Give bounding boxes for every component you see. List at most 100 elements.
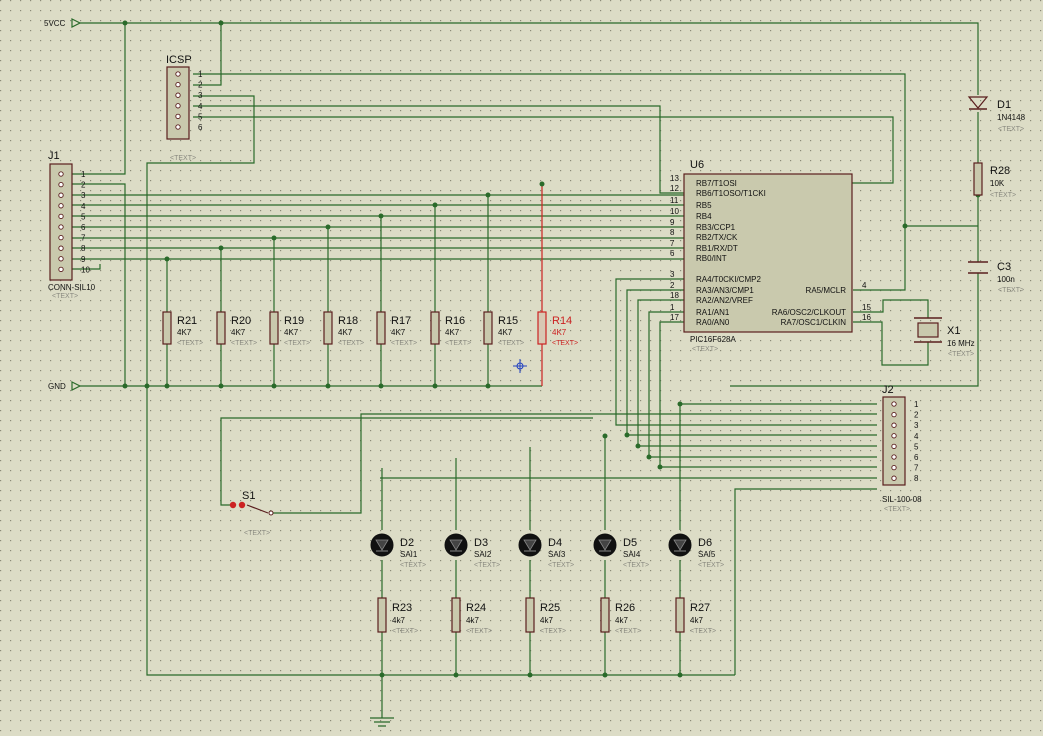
s1-label: S1 bbox=[242, 490, 255, 502]
u6-pin-number: 18 bbox=[670, 291, 679, 300]
junctions bbox=[122, 20, 981, 678]
resistor-label: R19 bbox=[284, 315, 304, 327]
resistor-value: 4k7 bbox=[392, 616, 405, 625]
switch-contact-icon bbox=[229, 501, 237, 509]
switch-contact-icon bbox=[238, 501, 246, 509]
x1-label: X1 bbox=[947, 325, 960, 337]
led-label: D4 bbox=[548, 537, 562, 549]
d1-diode[interactable]: D1 1N4148 <TEXT> bbox=[967, 96, 1026, 133]
j1-pin-number: 2 bbox=[81, 181, 86, 190]
icsp-pin-number: 2 bbox=[198, 81, 203, 90]
resistor-icon bbox=[675, 597, 685, 633]
resistor-text-placeholder: <TEXT> bbox=[391, 340, 417, 347]
s1-switch[interactable]: S1 <TEXT> bbox=[229, 490, 274, 537]
resistor-text-placeholder: <TEXT> bbox=[615, 628, 641, 635]
j1-pin-icon bbox=[58, 213, 64, 220]
icsp-pin-number: 5 bbox=[198, 112, 203, 121]
u6-pin-number: 15 bbox=[862, 303, 871, 312]
led-text-placeholder: <TEXT> bbox=[548, 562, 574, 569]
j2-pin-icon bbox=[891, 433, 897, 439]
u6-pin-number: 1 bbox=[670, 303, 675, 312]
d1-text-placeholder: <TEXT> bbox=[998, 126, 1024, 133]
resistor-value: 4K7 bbox=[177, 328, 192, 337]
j1-pin-icon bbox=[58, 192, 64, 198]
icsp-text-placeholder: <TEXT> bbox=[170, 155, 196, 162]
resistor-icon bbox=[483, 311, 493, 345]
vcc-arrow-icon bbox=[71, 18, 82, 28]
u6-label: U6 bbox=[690, 159, 704, 171]
resistor-value: 4K7 bbox=[284, 328, 299, 337]
u6-pin-number: 17 bbox=[670, 313, 679, 322]
resistor-value: 4K7 bbox=[231, 328, 246, 337]
j2-text-placeholder: <TEXT> bbox=[884, 506, 910, 513]
resistor-label: R25 bbox=[540, 602, 560, 614]
resistor-icon bbox=[162, 311, 172, 345]
j2-pin-number: 8 bbox=[914, 474, 919, 483]
j2-pin-number: 7 bbox=[914, 464, 919, 473]
u6-pin-label: RB6/T1OSO/T1CKI bbox=[696, 189, 766, 198]
resistor-text-placeholder: <TEXT> bbox=[552, 340, 578, 347]
x1-crystal[interactable]: X1 16 MHz <TEXT> bbox=[914, 317, 975, 358]
j1-label: J1 bbox=[48, 150, 60, 162]
r28-resistor[interactable]: R28 10K <TEXT> bbox=[973, 162, 1016, 199]
u6-pin-label: RB3/CCP1 bbox=[696, 223, 736, 232]
j2-pin-number: 5 bbox=[914, 442, 919, 451]
resistor-label: R23 bbox=[392, 602, 412, 614]
j2-pin-number: 6 bbox=[914, 453, 919, 462]
resistor-value: 4k7 bbox=[690, 616, 703, 625]
resistor-icon bbox=[525, 597, 535, 633]
vcc-label: 5VCC bbox=[44, 19, 66, 28]
icsp-pin-icon bbox=[175, 103, 181, 109]
j1-pin-icon bbox=[58, 181, 64, 188]
j2-pin-icon bbox=[891, 475, 897, 481]
j1-part: CONN-SIL10 bbox=[48, 283, 96, 292]
resistor-label: R18 bbox=[338, 315, 358, 327]
j2-pin-number: 2 bbox=[914, 411, 919, 420]
resistor-icon bbox=[323, 311, 333, 345]
c3-capacitor[interactable]: C3 100n <TEXT> bbox=[968, 261, 1024, 294]
icsp-pin-icon bbox=[175, 71, 181, 77]
r28-text-placeholder: <TEXT> bbox=[990, 192, 1016, 199]
j1-pin-icon bbox=[58, 234, 64, 241]
resistor-label: R21 bbox=[177, 315, 197, 327]
icsp-pin-number: 1 bbox=[198, 70, 203, 79]
j2-pin-icon bbox=[891, 454, 897, 460]
gnd-terminal[interactable]: GND bbox=[48, 381, 82, 391]
j2-pin-number: 1 bbox=[914, 400, 919, 409]
x1-text-placeholder: <TEXT> bbox=[948, 351, 974, 358]
j1-pin-icon bbox=[58, 171, 64, 177]
u6-pin-label: RA2/AN2/VREF bbox=[696, 296, 753, 305]
j2-pin-icon bbox=[891, 411, 897, 418]
resistor-icon bbox=[377, 597, 387, 633]
vcc-terminal[interactable]: 5VCC bbox=[44, 18, 82, 28]
u6-pin-number: 16 bbox=[862, 313, 871, 322]
d1-label: D1 bbox=[997, 99, 1011, 111]
j2-pin-number: 3 bbox=[914, 421, 919, 430]
led-label: D6 bbox=[698, 537, 712, 549]
switch-terminal-icon bbox=[268, 510, 274, 516]
u6-microcontroller[interactable]: U6 13RB7/T1OSI12RB6/T1OSO/T1CKI11RB510RB… bbox=[670, 159, 871, 353]
